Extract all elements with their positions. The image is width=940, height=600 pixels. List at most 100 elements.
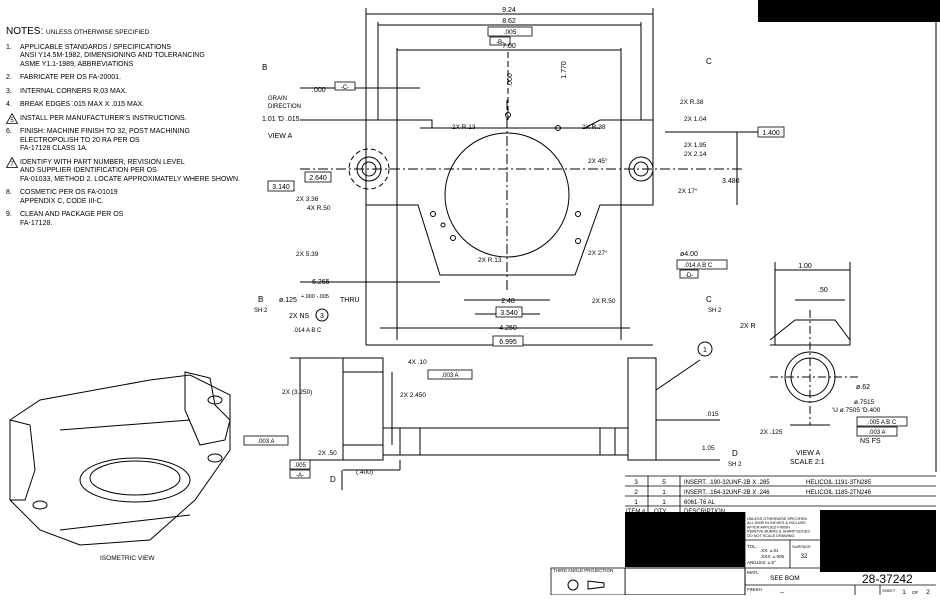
- note-number: 2.: [6, 74, 12, 81]
- dim-6-995: 6.995: [499, 339, 517, 346]
- sh2-d: SH 2: [728, 462, 742, 468]
- tolerance-note-line: UNLESS OTHERWISE SPECIFIED: [747, 517, 808, 521]
- dim-015: .015: [706, 411, 719, 418]
- dim-2x-3-250: 2X (3.250): [282, 389, 312, 396]
- dim-3-540-frame: [495, 306, 523, 318]
- dim-4x-10: 4X .10: [408, 359, 427, 366]
- surface-label: SURFACE: [792, 544, 811, 549]
- dim-3-540: 3.540: [500, 310, 518, 317]
- fcf-003-frame: [427, 369, 473, 380]
- dim-1-400: 1.400: [762, 130, 780, 137]
- dim-400-paren: (.400): [356, 469, 373, 476]
- datum-b-frame: [489, 36, 511, 46]
- note-number: 3.: [6, 87, 12, 95]
- dim-2-640: 2.640: [309, 175, 327, 182]
- drawing-number: 28-37242: [862, 572, 913, 586]
- note-item: 2.FABRICATE PER OS FA-20001.: [6, 74, 266, 83]
- bom-row-qty: 5: [662, 479, 666, 486]
- section-d-right: D: [732, 449, 738, 458]
- bom-header-item: ITEM #: [626, 509, 646, 515]
- fcf-003c-frame: [243, 435, 289, 446]
- sheet-of: OF: [912, 590, 919, 595]
- scale-label: SCALE 2:1: [790, 459, 825, 466]
- thru-label: THRU: [340, 297, 359, 304]
- note-flag-number: 5: [10, 118, 14, 124]
- dim-2x-27: 2X 27°: [588, 249, 608, 257]
- bom-row-item: 1: [634, 499, 638, 506]
- fcf-005c-frame: [289, 459, 311, 470]
- dim-6-265: 6.265: [312, 279, 330, 286]
- bom-row-item: 2: [634, 489, 638, 496]
- note-item: 8.COSMETIC PER OS FA-01019 APPENDIX C, C…: [6, 189, 266, 206]
- bom-table: [625, 475, 936, 512]
- dim-125-tol: +.000 -.005: [301, 294, 329, 300]
- datum-d: -D-: [685, 273, 693, 279]
- tol-xx: .XX: ±.01: [760, 548, 779, 553]
- fcf-005-b: .005: [504, 29, 517, 36]
- dim-1-00: 1.00: [798, 263, 812, 270]
- dim-1-400-frame: [757, 126, 785, 138]
- dim-2x-50: 2X .50: [318, 450, 337, 457]
- fcf-014: .014 A B C: [684, 263, 713, 269]
- isometric-view: [9, 371, 231, 546]
- note-number: 6.: [6, 128, 12, 135]
- detail-view-a: [769, 262, 860, 426]
- tol-xxx: .XXX: ±.005: [760, 554, 784, 559]
- plan-view: [300, 8, 760, 346]
- note-number: 8.: [6, 189, 12, 196]
- fcf-frame: [487, 26, 533, 37]
- bom-row-item: 3: [634, 479, 638, 486]
- dim-000-top: .000: [507, 73, 514, 87]
- notes-header: NOTES: UNLESS OTHERWISE SPECIFIED: [6, 27, 266, 38]
- balloon-1: [697, 341, 713, 357]
- bom-row-part: HELICOIL 1191-3TN285: [806, 480, 872, 486]
- tol-angles: ANGLES: ±.5°: [747, 560, 776, 565]
- note-number: 4.: [6, 101, 12, 108]
- isometric-label: ISOMETRIC VIEW: [100, 555, 155, 562]
- flag-note-icon: 5: [6, 112, 20, 124]
- dim-2x-125: 2X .125: [760, 429, 783, 436]
- ns-fs-label: NS FS: [860, 438, 881, 445]
- view-a-detail-label: VIEW A: [796, 450, 820, 457]
- section-c-bottom: C: [706, 295, 712, 304]
- dim-4-250: 4.250: [499, 325, 517, 332]
- fcf-003: .003 A: [868, 430, 885, 436]
- fcf-003-b: .003 A: [441, 373, 458, 379]
- sh2-c: SH 2: [708, 308, 722, 314]
- note-text: CLEAN AND PACKAGE PER OS FA-17128.: [20, 211, 124, 227]
- fcf-014-b: .014 A B C: [293, 328, 322, 334]
- bom-header-qty: QTY: [654, 509, 666, 515]
- dim-2x-2-450: 2X 2.450: [400, 392, 426, 399]
- tolerance-note-line: REMOVE BURRS & SHARP EDGES: [747, 530, 810, 534]
- see-bom: SEE BOM: [770, 575, 800, 582]
- bom-row-qty: 1: [662, 489, 666, 496]
- dim-2x-1-04: 2X 1.04: [684, 116, 707, 123]
- dim-2x-r: 2X R: [740, 323, 756, 330]
- sheet-number: 1: [902, 589, 906, 595]
- third-angle-label: THIRD ANGLE PROJECTION: [553, 568, 613, 573]
- fcf-005-c: .005: [294, 463, 306, 469]
- datum-c: -C-: [341, 85, 349, 91]
- matl-label: MATL: [747, 570, 759, 575]
- fcf-003-c: .003 A: [257, 439, 274, 445]
- note-text: BREAK EDGES .015 MAX X .015 MAX.: [20, 101, 145, 108]
- balloon-3: [315, 308, 329, 322]
- datum-a-frame: [289, 469, 311, 479]
- dim-2x-r13-bottom: 2X R.13: [478, 257, 502, 264]
- direction-label: DIRECTION: [268, 104, 301, 110]
- dim-2x-17: 2X 17°: [678, 187, 698, 195]
- finish-label: FINISH: [747, 587, 762, 592]
- dim-2x-r38-right: 2X R.38: [680, 99, 704, 106]
- dim-3-140: 3.140: [272, 184, 290, 191]
- dim-2x-r38-mid: 2X R.38: [582, 124, 606, 131]
- dim-dia-125: ø.125: [279, 297, 297, 304]
- note-flag-number: 7: [10, 162, 14, 168]
- datum-c-frame: [334, 81, 356, 91]
- sheet-label: SHEET: [882, 588, 896, 593]
- notes-list: 1.APPLICABLE STANDARDS / SPECIFICATIONS …: [6, 44, 266, 229]
- note-number: 1.: [6, 43, 12, 51]
- section-b-bottom: B: [258, 295, 263, 304]
- dim-2-48: 2.48: [501, 298, 515, 305]
